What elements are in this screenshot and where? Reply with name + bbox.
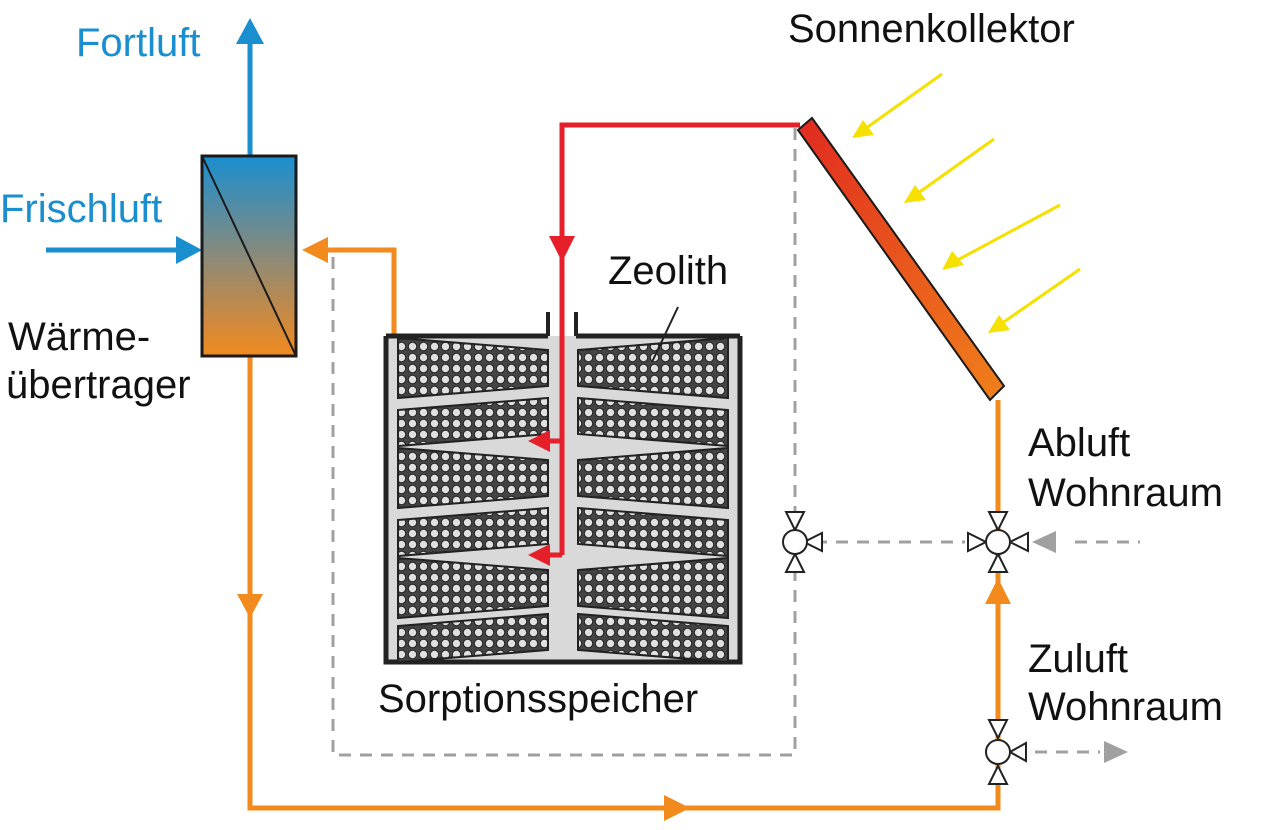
zuluft-gray-arrowhead — [1104, 741, 1128, 763]
label-fortluft: Fortluft — [76, 21, 200, 65]
red-arrow-left-upper — [528, 430, 550, 452]
sun-rays — [861, 72, 1081, 328]
blue-air-lines — [46, 30, 253, 253]
label-sorptionsspeicher: Sorptionsspeicher — [378, 677, 698, 721]
orange-arrow-right — [664, 795, 690, 821]
bypass-valve — [782, 511, 823, 573]
label-zuluft-line1: Zuluft — [1028, 637, 1128, 681]
orange-arrow-up — [985, 578, 1011, 604]
gray-dashed-bypass — [331, 128, 1140, 757]
label-zeolith: Zeolith — [608, 249, 728, 293]
red-arrow-down — [549, 236, 575, 262]
fortluft-arrow — [236, 18, 264, 44]
label-waerme-line1: Wärme- — [8, 315, 150, 359]
zeolith-wedges-left — [397, 336, 549, 664]
solar-collector — [796, 116, 1006, 402]
sun-ray-arrowheads — [852, 120, 1010, 333]
heat-exchanger — [200, 154, 298, 358]
zeolith-leader — [651, 306, 679, 363]
label-zuluft-line2: Wohnraum — [1028, 685, 1223, 729]
red-arrow-left-lower — [528, 544, 550, 566]
zeolith-wedges-right — [577, 336, 729, 664]
orange-arrow-down — [237, 594, 263, 618]
abluft-valve — [967, 511, 1029, 573]
label-waerme-line2: übertrager — [6, 363, 191, 407]
abluft-gray-arrowhead — [1032, 531, 1056, 553]
frischluft-arrow — [176, 236, 202, 264]
label-abluft-line2: Wohnraum — [1028, 471, 1223, 515]
label-abluft-line1: Abluft — [1028, 421, 1130, 465]
orange-arrow-left — [302, 237, 328, 263]
zuluft-valve — [985, 719, 1027, 785]
label-frischluft: Frischluft — [0, 187, 162, 231]
label-sonnenkollektor: Sonnenkollektor — [788, 7, 1075, 51]
